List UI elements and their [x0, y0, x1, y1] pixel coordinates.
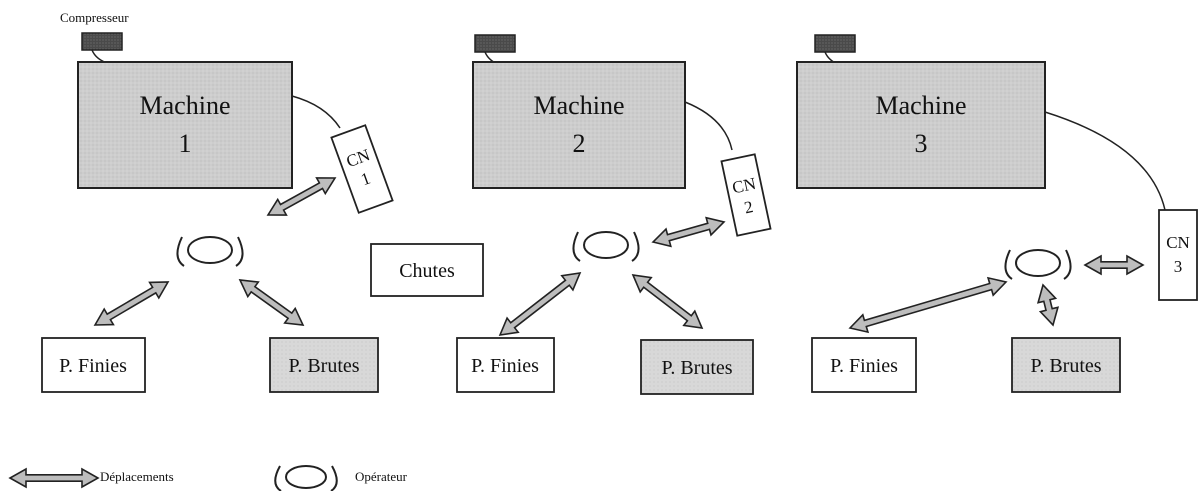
chutes-box: Chutes [370, 243, 484, 297]
finished-parts-3-label: P. Finies [830, 355, 898, 377]
finished-parts-2: P. Finies [456, 337, 555, 393]
machine-3-name: Machine [876, 91, 967, 120]
cn-2-cable [684, 101, 733, 151]
machine-1-name: Machine [140, 91, 231, 120]
cn-3: CN 3 [1158, 209, 1198, 301]
cn-1-cable [291, 95, 341, 129]
compressor-2 [474, 34, 516, 67]
machine-3: Machine 3 [796, 61, 1046, 189]
finished-parts-1: P. Finies [41, 337, 146, 393]
move-arrow-operator3-raw3 [1036, 283, 1060, 327]
raw-parts-1: P. Brutes [269, 337, 379, 393]
move-arrow-operator1-cn1 [266, 177, 337, 216]
finished-parts-1-label: P. Finies [59, 355, 127, 377]
cn-3-label: CN [1166, 233, 1190, 252]
raw-parts-3: P. Brutes [1011, 337, 1121, 393]
operator-2 [572, 231, 640, 262]
move-arrow-operator1-finished1 [93, 281, 170, 326]
operator-3 [1004, 249, 1072, 280]
cn-2-label: CN [730, 174, 757, 197]
machine-2-name: Machine [534, 91, 625, 120]
finished-parts-3: P. Finies [811, 337, 917, 393]
move-arrow-operator1-raw1 [238, 279, 305, 326]
cn-2-number: 2 [742, 197, 754, 217]
compressor-label: Compresseur [60, 10, 129, 25]
cn-3-cable [1044, 111, 1166, 211]
cn-1: CN 1 [330, 124, 394, 214]
raw-parts-2: P. Brutes [640, 339, 754, 395]
machine-1: Machine 1 [77, 61, 293, 189]
machine-2: Machine 2 [472, 61, 686, 189]
move-arrow-operator2-finished2 [498, 272, 582, 336]
legend: Déplacements Opérateur [8, 465, 408, 491]
raw-parts-3-label: P. Brutes [1030, 355, 1101, 377]
move-arrow-operator3-finished3 [848, 276, 1008, 334]
finished-parts-2-label: P. Finies [471, 355, 539, 377]
legend-arrow-shape [8, 467, 100, 489]
legend-operator-label: Opérateur [355, 469, 408, 484]
cn-3-number: 3 [1174, 257, 1183, 276]
legend-move-arrow [8, 467, 100, 489]
move-arrow-operator2-cn2 [651, 216, 726, 248]
movement-arrows [93, 177, 1145, 336]
move-arrow-operator2-raw2 [631, 274, 704, 329]
machine-3-number: 3 [915, 129, 928, 158]
operator-1 [176, 236, 244, 267]
raw-parts-1-label: P. Brutes [288, 355, 359, 377]
compressor-1: Compresseur [60, 10, 129, 65]
legend-operator-icon [274, 465, 338, 491]
chutes-label: Chutes [399, 260, 455, 282]
raw-parts-2-label: P. Brutes [661, 357, 732, 379]
machine-1-number: 1 [179, 129, 192, 158]
move-arrow-operator3-cn3 [1083, 254, 1145, 276]
legend-moves-label: Déplacements [100, 469, 174, 484]
cn-2: CN 2 [720, 153, 772, 237]
machine-2-number: 2 [573, 129, 586, 158]
